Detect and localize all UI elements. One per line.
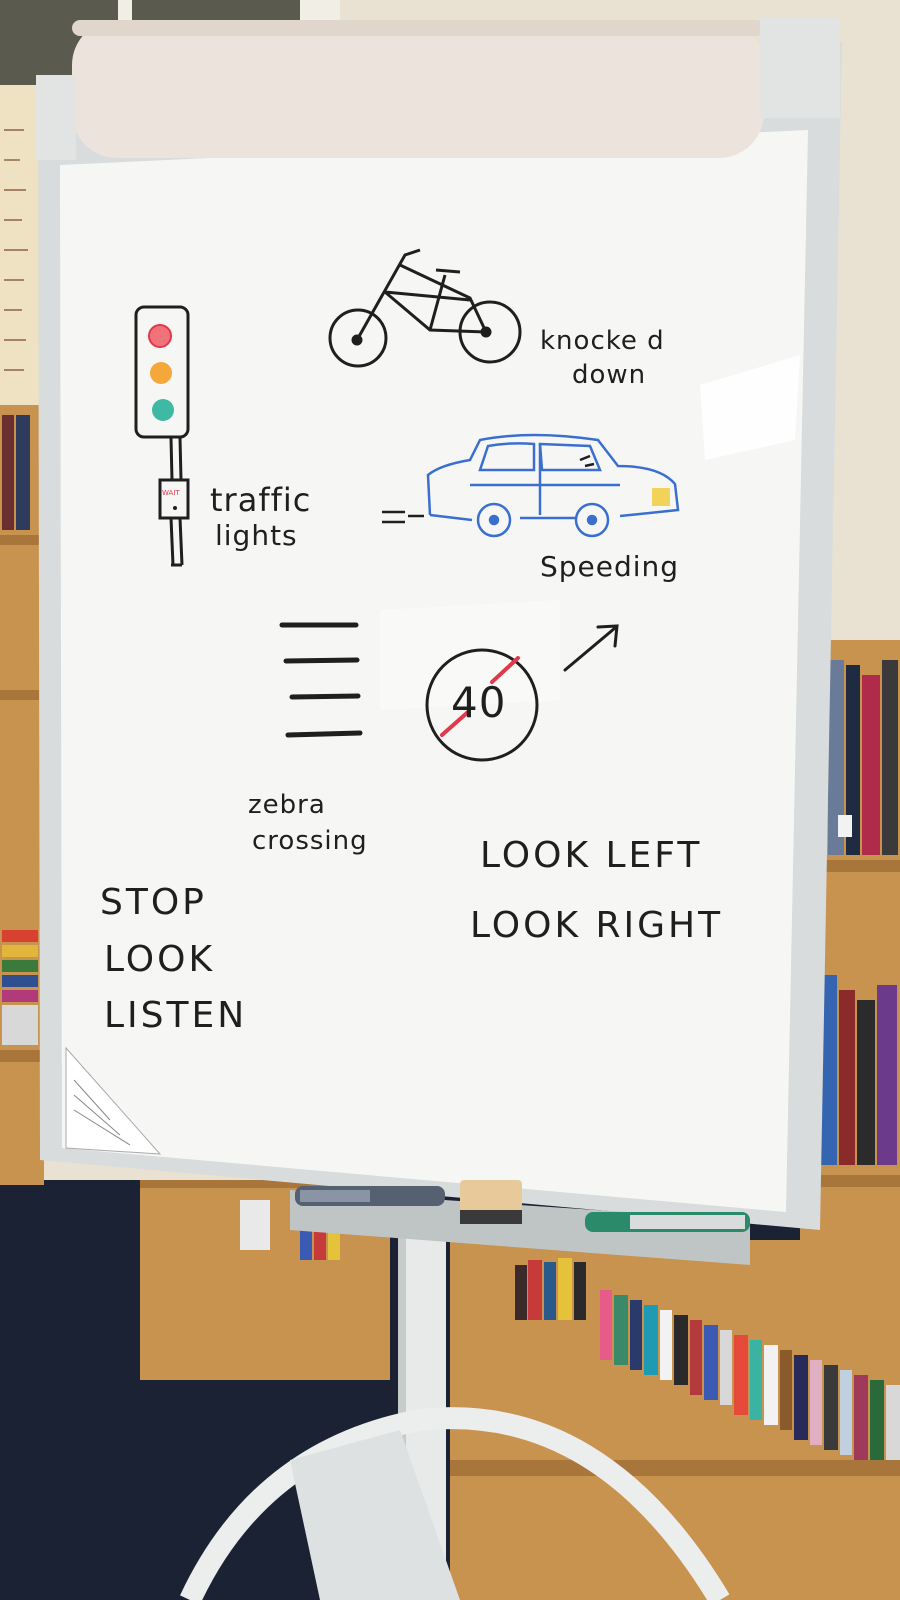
label-knocked-down-line1: knocke d [540, 326, 665, 356]
zebra-crossing-drawing [279, 622, 363, 738]
whiteboard [60, 130, 808, 1212]
paper-roll [72, 20, 764, 158]
label-wait-sign: WAIT [162, 489, 180, 497]
label-listen: LISTEN [104, 995, 248, 1036]
warning-sticker [65, 1046, 162, 1155]
label-zebra: zebra [248, 790, 326, 820]
arrow-drawing [563, 624, 619, 672]
label-crossing: crossing [252, 826, 368, 856]
label-look: LOOK [104, 939, 216, 980]
red-light-icon [148, 324, 172, 348]
green-light-icon [152, 399, 174, 421]
easel-base-plate [290, 1430, 460, 1600]
bottom-books [515, 1258, 900, 1470]
label-traffic: traffic [210, 481, 312, 519]
speed-limit-number: 40 [451, 678, 507, 727]
amber-light-icon [150, 362, 172, 384]
traffic-light-drawing [134, 305, 190, 567]
car-drawing [382, 433, 680, 538]
wait-box [158, 478, 190, 520]
bicycle-drawing [328, 248, 522, 368]
speed-limit-sign-drawing [425, 648, 539, 762]
label-speeding: Speeding [540, 550, 680, 583]
label-look-left: LOOK LEFT [480, 835, 703, 876]
marker-tray [290, 1190, 750, 1265]
wall-poster [0, 85, 40, 405]
easel-base-ring [180, 1407, 730, 1600]
label-lights: lights [215, 519, 298, 552]
label-look-right: LOOK RIGHT [470, 905, 724, 946]
label-knocked-down-line2: down [572, 360, 647, 390]
label-stop: STOP [100, 882, 207, 923]
